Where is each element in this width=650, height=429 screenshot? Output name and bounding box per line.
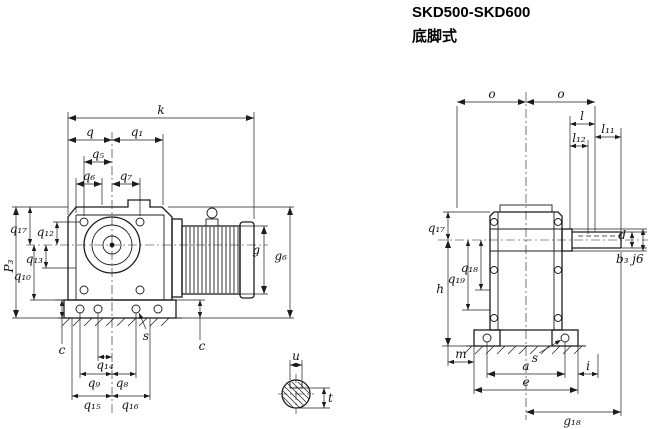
front-bottom-extensions	[71, 313, 151, 400]
label-q15: q₁₅	[83, 398, 100, 412]
label-g18: g₁₈	[563, 414, 580, 428]
label-s-front: s	[143, 329, 149, 343]
label-i: i	[586, 359, 590, 373]
motor-fins	[185, 227, 239, 293]
ground-hatch-front	[61, 317, 170, 327]
title-block: SKD500-SKD600 底脚式	[412, 4, 530, 45]
dim-q12: q₁₂	[37, 221, 80, 245]
dim-m: m	[447, 346, 475, 394]
dim-g6: g₆	[168, 206, 294, 319]
label-q6: q₆	[83, 169, 96, 183]
dim-i: i	[577, 346, 599, 394]
ground-hatch-side	[463, 345, 583, 355]
label-k: k	[157, 103, 164, 117]
dim-q14: q₁₄	[96, 354, 114, 372]
label-b3: b₃ j6	[616, 252, 644, 266]
label-q14: q₁₄	[96, 358, 113, 372]
dim-q7: q₇	[112, 169, 141, 216]
dim-p3: P₃	[2, 206, 68, 319]
shaft-detail: u t	[278, 349, 333, 414]
side-dimensions: o o l l₁₂ l₁₁ q₁₇ h	[428, 87, 647, 428]
dim-q1: q₁	[112, 125, 164, 205]
dim-s-front: s	[138, 312, 149, 343]
dim-k: k	[67, 103, 255, 219]
front-dimensions: k q q₁ q₅ q₆ q₇	[2, 103, 294, 412]
label-s-side: s	[532, 351, 538, 365]
dim-c-right: c	[176, 299, 206, 353]
label-q17-side: q₁₇	[428, 221, 445, 235]
label-q8: q₈	[116, 376, 129, 390]
dim-c-left: c	[55, 299, 66, 357]
label-o-right: o	[557, 87, 564, 101]
label-q16: q₁₆	[121, 398, 138, 412]
label-g: g	[252, 243, 260, 257]
dim-q8: q₈	[112, 371, 136, 390]
label-g6: g₆	[275, 249, 288, 263]
dim-b3: b₃ j6	[572, 228, 647, 266]
side-view	[438, 92, 648, 420]
label-q9: q₉	[88, 376, 101, 390]
label-q12: q₁₂	[37, 225, 54, 239]
dim-q18: q₁₈	[461, 240, 490, 291]
housing-bolts-front	[79, 217, 145, 295]
dim-h: h	[436, 240, 466, 347]
label-q19: q₁₉	[448, 272, 465, 286]
label-q5: q₅	[92, 147, 105, 161]
dim-q15: q₁₅	[72, 393, 112, 412]
label-q13: q₁₃	[26, 252, 43, 266]
dim-a: a	[486, 342, 566, 378]
dim-q17-side: q₁₇	[428, 211, 490, 240]
dim-u: u	[289, 349, 303, 380]
label-q10: q₁₀	[14, 269, 31, 283]
label-t: t	[328, 391, 333, 405]
label-c-right: c	[199, 339, 206, 353]
label-q1: q₁	[131, 125, 144, 139]
model-title: SKD500-SKD600	[412, 4, 530, 21]
label-q17-front: q₁₇	[10, 222, 27, 236]
output-shaft-side	[561, 228, 622, 252]
label-l12: l₁₂	[572, 131, 586, 145]
dim-e: e	[474, 375, 578, 393]
label-q18: q₁₈	[461, 261, 478, 275]
motor	[171, 207, 255, 299]
front-view	[26, 132, 268, 415]
label-e: e	[522, 375, 529, 389]
dim-q17-front: q₁₇	[10, 207, 33, 245]
dim-q9: q₉	[80, 371, 112, 390]
label-m: m	[455, 347, 466, 361]
label-q: q	[86, 125, 94, 139]
label-h: h	[436, 282, 444, 296]
dim-q6: q₆	[75, 169, 103, 213]
dim-q19: q₁₉	[448, 240, 490, 311]
label-p3: P₃	[2, 259, 16, 273]
dim-q: q	[68, 125, 112, 143]
dim-q16: q₁₆	[112, 393, 150, 412]
label-d: d	[618, 228, 626, 242]
label-a: a	[522, 359, 529, 373]
label-c-left: c	[59, 343, 66, 357]
label-o-left: o	[488, 87, 495, 101]
dim-l12: l₁₂	[570, 131, 589, 234]
mount-type-title: 底脚式	[412, 27, 457, 45]
label-l: l	[580, 109, 584, 123]
dim-o-right: o	[526, 87, 596, 231]
foot-bolt-holes-front	[75, 304, 163, 314]
dim-s-side: s	[532, 339, 562, 365]
dim-o-left: o	[456, 87, 526, 208]
dim-g18: g₁₈	[526, 252, 622, 428]
dim-l11: l₁₁	[595, 122, 622, 232]
label-u: u	[292, 349, 300, 363]
dim-q10: q₁₀	[14, 245, 66, 301]
label-l11: l₁₁	[601, 122, 614, 136]
dim-l: l	[569, 109, 595, 229]
motor-eyebolt	[205, 207, 219, 227]
label-q7: q₇	[120, 169, 133, 183]
dim-t: t	[296, 387, 333, 409]
dim-g: g	[240, 225, 268, 295]
